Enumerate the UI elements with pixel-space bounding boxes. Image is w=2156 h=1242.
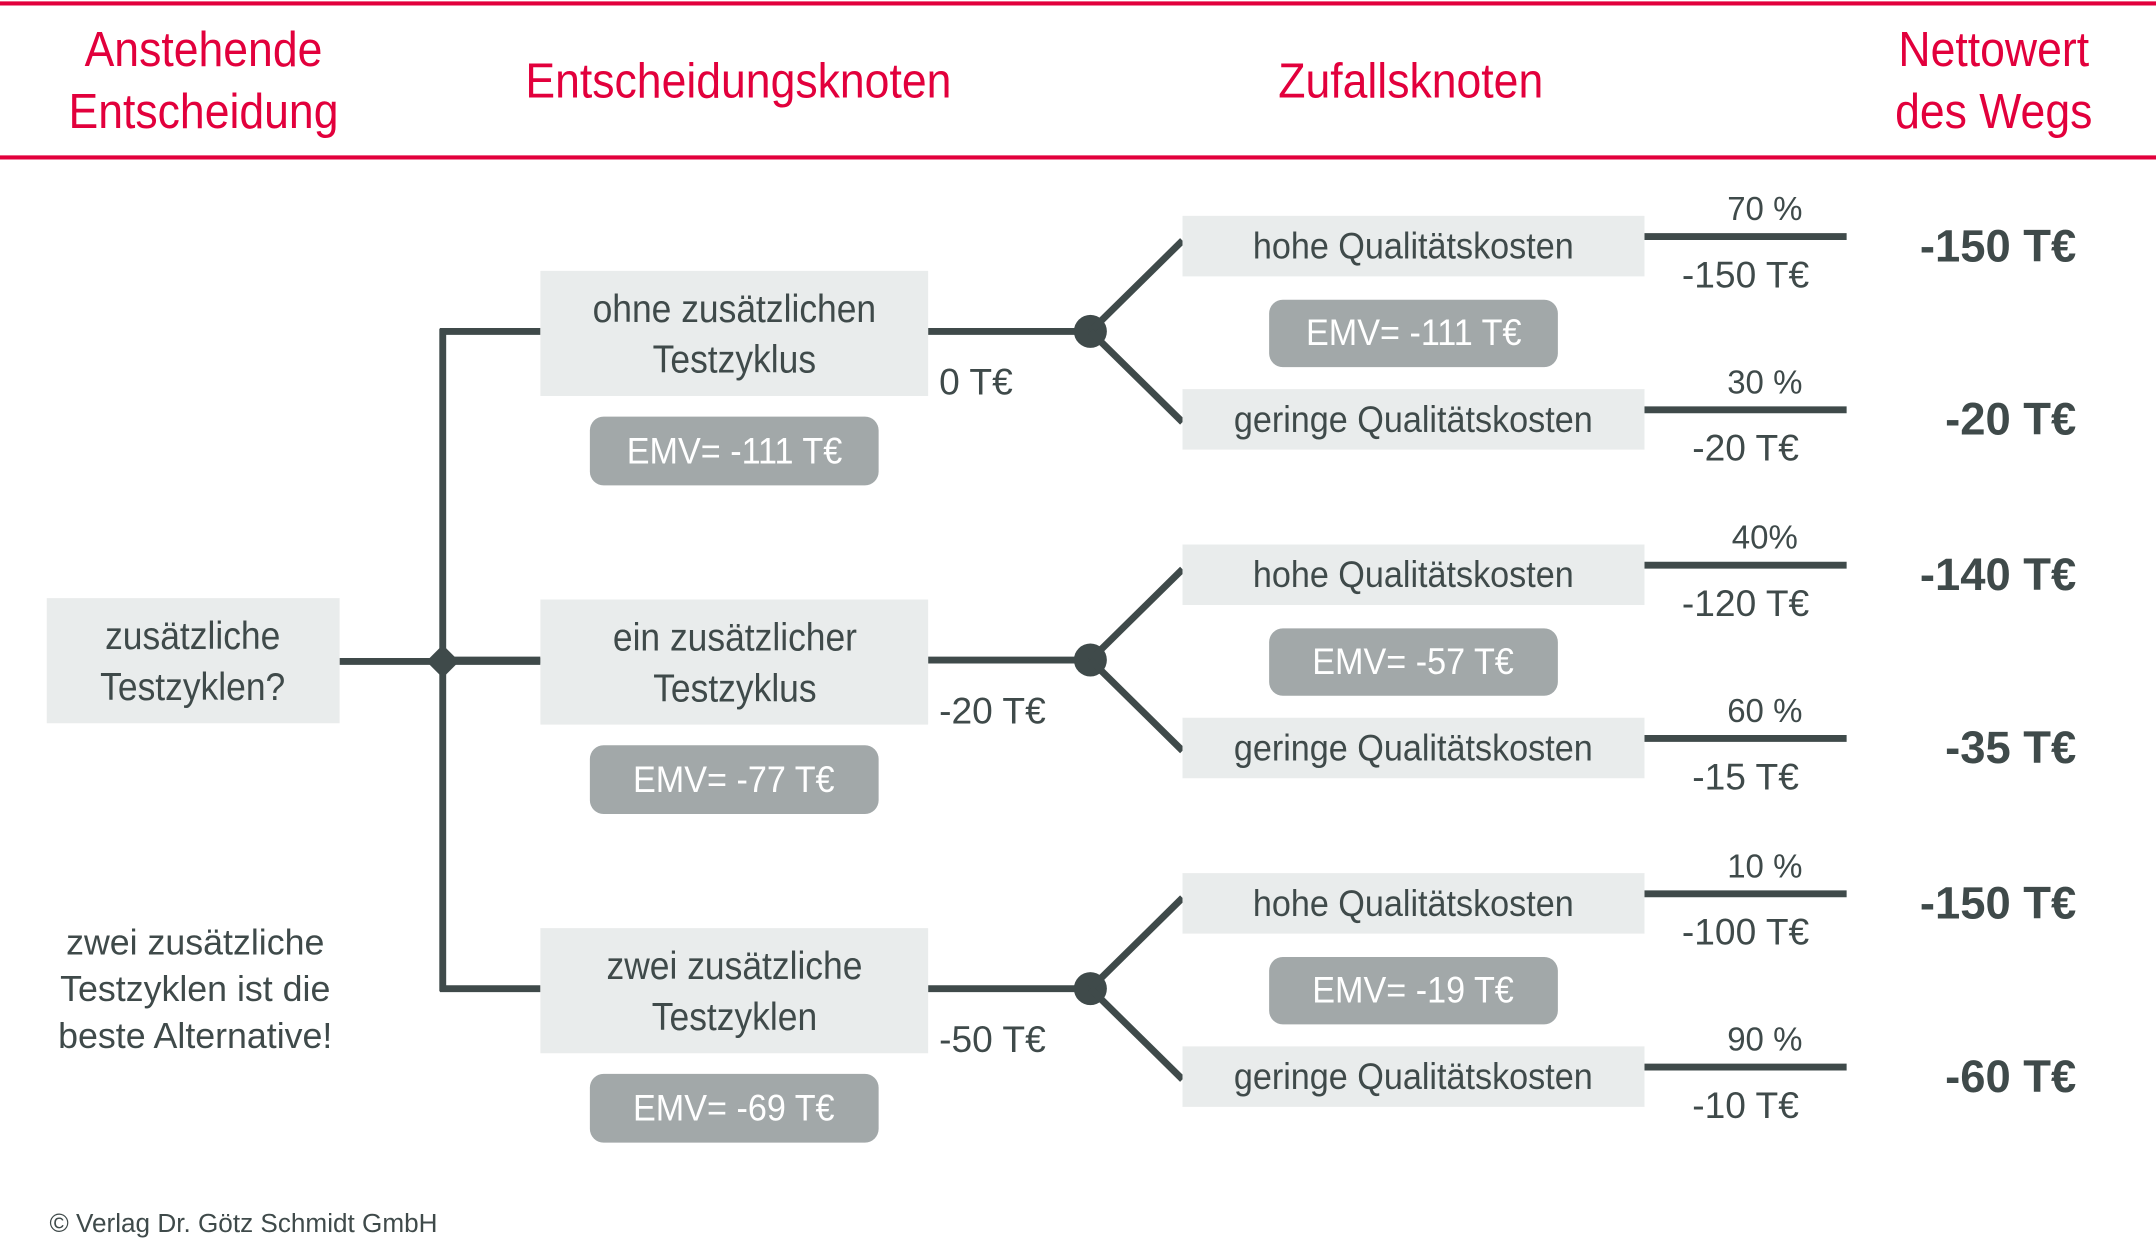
- outcome-label: geringe Qualitätskosten: [1234, 726, 1593, 768]
- alternative-emv-badge: EMV= -111 T€: [589, 416, 879, 486]
- alternative-cost: -20 T€: [939, 690, 1046, 732]
- outcome-box: hohe Qualitätskosten: [1182, 873, 1645, 934]
- emv-text: EMV= -19 T€: [1312, 969, 1515, 1011]
- outcome-branch: [1087, 895, 1185, 992]
- emv-text: EMV= -69 T€: [633, 1086, 836, 1129]
- path-net-value: -140 T€: [1919, 548, 2077, 600]
- conclusion-line: zwei zusätzliche: [66, 921, 325, 963]
- header-decision-nodes: Entscheidungsknoten: [525, 52, 952, 109]
- chance-emv-badge: EMV= -111 T€: [1269, 299, 1558, 368]
- outcome-box: geringe Qualitätskosten: [1182, 1046, 1645, 1107]
- emv-text: EMV= -57 T€: [1312, 640, 1515, 682]
- outcome-branch: [1087, 566, 1185, 663]
- outcome-probability: 10 %: [1727, 848, 1803, 886]
- outcome-label: hohe Qualitätskosten: [1253, 553, 1574, 595]
- outcome-branch: [1087, 328, 1185, 425]
- path-net-value: -150 T€: [1919, 877, 2077, 929]
- header-line: Anstehende: [84, 20, 323, 77]
- emv-text: EMV= -77 T€: [633, 758, 836, 800]
- alternative-emv-badge: EMV= -77 T€: [589, 745, 879, 814]
- path-net-value: -35 T€: [1945, 721, 2077, 773]
- outcome-probability: 90 %: [1727, 1021, 1803, 1059]
- outcome-branch: [1087, 238, 1185, 334]
- header-pending-decision: Anstehende Entscheidung: [43, 18, 365, 142]
- alternative-emv-badge: EMV= -69 T€: [589, 1073, 879, 1143]
- outcome-probability: 70 %: [1727, 191, 1803, 229]
- alternative-label-line: Testzyklus: [652, 666, 816, 709]
- emv-text: EMV= -111 T€: [626, 429, 842, 471]
- alternative-cost: -50 T€: [939, 1018, 1046, 1061]
- root-decision-box: zusätzliche Testzyklen?: [46, 598, 340, 724]
- outcome-box: geringe Qualitätskosten: [1182, 389, 1645, 450]
- alternative-cost: 0 T€: [939, 361, 1013, 403]
- root-label-line: Testzyklen?: [100, 664, 286, 708]
- outcome-label: geringe Qualitätskosten: [1234, 398, 1593, 440]
- outcome-label: hohe Qualitätskosten: [1253, 882, 1574, 924]
- root-label-line: zusätzliche: [105, 613, 281, 657]
- conclusion-text: zwei zusätzliche Testzyklen ist die best…: [30, 919, 360, 1059]
- outcome-probability: 60 %: [1727, 693, 1803, 731]
- header-chance-nodes: Zufallsknoten: [1278, 52, 1544, 109]
- header-line: Entscheidung: [68, 82, 339, 139]
- chance-emv-badge: EMV= -57 T€: [1269, 628, 1558, 696]
- header-divider: [0, 155, 2156, 160]
- outcome-value: -20 T€: [1692, 427, 1799, 469]
- copyright: © Verlag Dr. Götz Schmidt GmbH: [49, 1210, 438, 1239]
- alternative-label-line: ein zusätzlicher: [612, 615, 857, 658]
- outcome-value: -10 T€: [1692, 1084, 1799, 1127]
- alternative-label-line: zwei zusätzliche: [606, 943, 863, 987]
- outcome-box: hohe Qualitätskosten: [1182, 215, 1645, 277]
- chance-emv-badge: EMV= -19 T€: [1269, 957, 1558, 1025]
- alternative-label-line: Testzyklen: [651, 994, 817, 1038]
- outcome-branch: [1087, 657, 1185, 754]
- conclusion-line: Testzyklen ist die: [60, 968, 331, 1010]
- header-path-net-value: Nettowert des Wegs: [1845, 18, 2142, 142]
- alternative-label-line: Testzyklus: [652, 337, 816, 381]
- outcome-value: -120 T€: [1681, 583, 1810, 625]
- outcome-label: hohe Qualitätskosten: [1253, 224, 1574, 267]
- header-line: Nettowert: [1898, 20, 2090, 77]
- alternative-label-line: ohne zusätzlichen: [592, 286, 877, 330]
- path-net-value: -60 T€: [1945, 1050, 2077, 1102]
- outcome-value: -150 T€: [1681, 254, 1810, 296]
- path-net-value: -20 T€: [1945, 393, 2077, 445]
- outcome-branch: [1087, 986, 1185, 1082]
- outcome-value: -100 T€: [1681, 911, 1810, 953]
- conclusion-line: beste Alternative!: [58, 1014, 333, 1056]
- emv-text: EMV= -111 T€: [1305, 312, 1522, 354]
- header-line: des Wegs: [1895, 82, 2093, 139]
- outcome-probability: 30 %: [1727, 364, 1803, 402]
- outcome-box: hohe Qualitätskosten: [1182, 544, 1645, 605]
- outcome-value: -15 T€: [1692, 756, 1799, 798]
- path-net-value: -150 T€: [1919, 220, 2077, 271]
- outcome-label: geringe Qualitätskosten: [1234, 1055, 1593, 1097]
- top-divider: [0, 1, 2156, 6]
- outcome-box: geringe Qualitätskosten: [1182, 717, 1645, 779]
- outcome-probability: 40%: [1731, 519, 1798, 557]
